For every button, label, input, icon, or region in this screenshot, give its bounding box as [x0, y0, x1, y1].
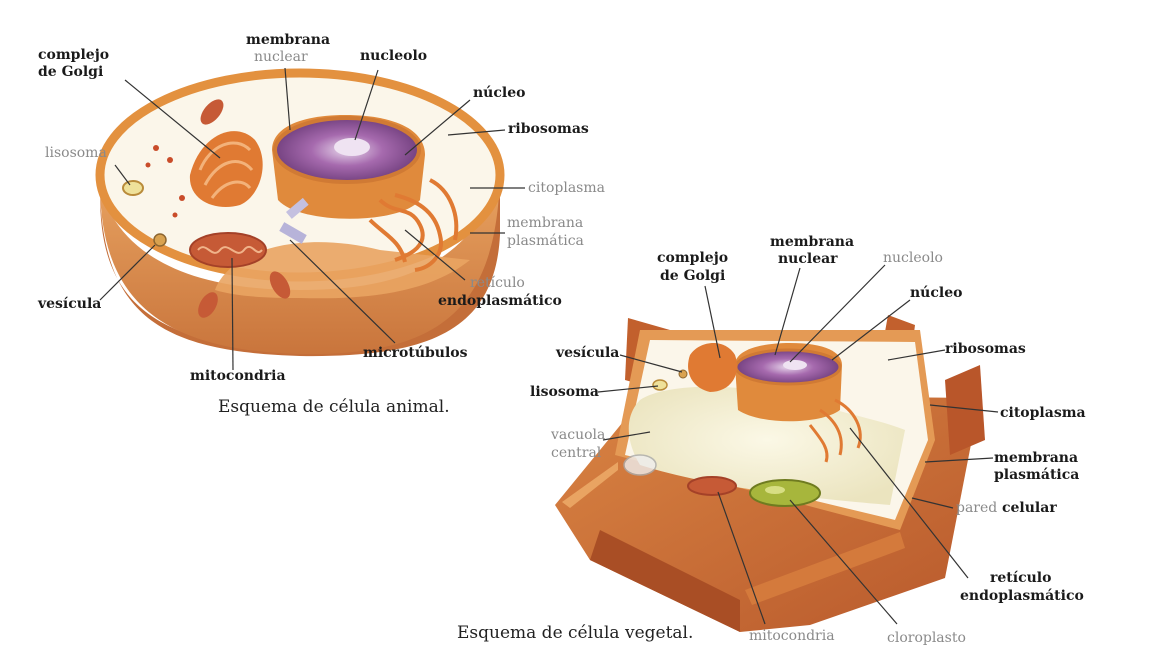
animal-label-ribosomas: ribosomas — [508, 121, 589, 137]
plant-label-membrana-nuclear-line1: membrana — [770, 234, 854, 250]
animal-caption: Esquema de célula animal. — [218, 397, 450, 417]
plant-nucleus — [735, 343, 842, 421]
plant-chloroplast — [750, 480, 820, 506]
animal-label-membrana-nuclear-line2: nuclear — [254, 49, 308, 65]
animal-label-nucleolo: nucleolo — [360, 48, 427, 64]
plant-label-golgi-line2: de Golgi — [660, 268, 725, 284]
animal-label-membrana-plasmatica-line2: plasmática — [507, 233, 584, 249]
plant-label-reticulo-line1: retículo — [990, 570, 1051, 586]
plant-caption: Esquema de célula vegetal. — [457, 623, 693, 643]
animal-label-nucleo: núcleo — [473, 85, 525, 101]
animal-label-microtubulos: microtúbulos — [363, 345, 468, 361]
animal-label-reticulo-line2: endoplasmático — [438, 293, 562, 309]
animal-label-vesicula: vesícula — [38, 296, 101, 312]
plant-label-nucleo: núcleo — [910, 285, 962, 301]
plant-label-citoplasma: citoplasma — [1000, 405, 1086, 421]
plant-label-reticulo-line2: endoplasmático — [960, 588, 1084, 604]
plant-mitochondrion — [688, 477, 736, 495]
animal-nucleus — [272, 115, 425, 219]
animal-label-membrana-plasmatica-line1: membrana — [507, 215, 583, 231]
animal-label-lisosoma: lisosoma — [45, 145, 107, 161]
plant-cell-illustration — [555, 315, 985, 632]
plant-label-membrana-nuclear-line2: nuclear — [778, 251, 838, 267]
plant-label-vesicula: vesícula — [556, 345, 619, 361]
plant-label-pared: pared — [956, 500, 997, 516]
animal-label-citoplasma: citoplasma — [528, 180, 605, 196]
plant-label-golgi-line1: complejo — [657, 250, 728, 266]
animal-label-membrana-nuclear-line1: membrana — [246, 32, 330, 48]
plant-label-celular: celular — [1002, 500, 1057, 516]
plant-label-cloroplasto: cloroplasto — [887, 630, 966, 646]
plant-label-membrana-plasmatica-line1: membrana — [994, 450, 1078, 466]
plant-label-vacuola-line2: central — [551, 445, 601, 461]
plant-label-nucleolo: nucleolo — [883, 250, 943, 266]
animal-cell-illustration — [100, 73, 500, 356]
animal-label-reticulo-line1: retículo — [470, 275, 525, 291]
plant-label-mitocondria: mitocondria — [749, 628, 835, 644]
plant-label-ribosomas: ribosomas — [945, 341, 1026, 357]
plant-label-membrana-plasmatica-line2: plasmática — [994, 467, 1079, 483]
plant-label-vacuola-line1: vacuola — [551, 427, 605, 443]
animal-label-mitocondria: mitocondria — [190, 368, 286, 384]
animal-label-golgi-line1: complejo — [38, 47, 109, 63]
animal-label-golgi-line2: de Golgi — [38, 64, 103, 80]
plant-label-lisosoma: lisosoma — [530, 384, 599, 400]
